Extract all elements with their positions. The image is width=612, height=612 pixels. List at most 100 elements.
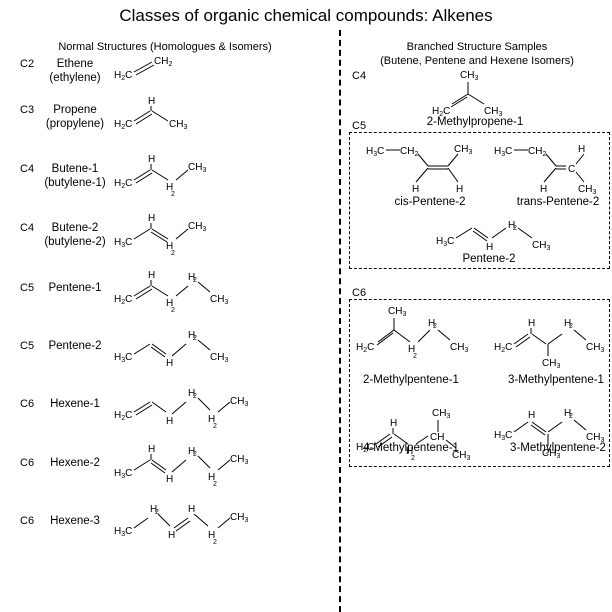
svg-text:2: 2 [171, 307, 175, 314]
label-3-methylpentene-2: 3-Methylpentene-2 [510, 442, 606, 454]
c5-group-box [349, 132, 610, 269]
svg-text:CH3: CH3 [210, 294, 228, 306]
svg-text:H: H [150, 504, 157, 515]
carbon-count: C6 [20, 398, 35, 410]
svg-text:2: 2 [193, 451, 197, 458]
svg-text:2: 2 [513, 225, 517, 232]
structure-pentene-1: H2C H H2 H2 CH3 [114, 270, 228, 314]
compound-name: Ethene (ethylene) [30, 57, 120, 85]
svg-text:H: H [168, 530, 175, 541]
svg-text:2: 2 [569, 323, 573, 330]
compound-name: Propene (propylene) [30, 103, 120, 131]
svg-text:H: H [578, 144, 585, 155]
svg-text:H: H [166, 298, 173, 309]
structure-hexene-1: H2C H H2 H2 CH3 [114, 388, 248, 430]
svg-text:CH3: CH3 [432, 408, 450, 420]
svg-text:2: 2 [413, 353, 417, 360]
svg-text:CH: CH [430, 432, 444, 443]
svg-text:CH2: CH2 [400, 146, 418, 158]
structure-2-methylpropene-1: CH3 H2C CH3 [432, 70, 502, 118]
label-4-methylpentene-1: 4-Methylpentene-1 [363, 442, 459, 454]
svg-text:2: 2 [213, 481, 217, 488]
svg-text:H: H [166, 474, 173, 485]
svg-text:CH3: CH3 [484, 106, 502, 118]
structure-ethene: H2C CH2 [114, 56, 172, 82]
carbon-count: C6 [20, 515, 35, 527]
right-header-line2: (Butene, Pentene and Hexene Isomers) [380, 55, 574, 67]
carbon-count: C6 [20, 457, 35, 469]
svg-text:H: H [564, 408, 571, 419]
compound-name: Hexene-1 [30, 397, 120, 411]
carbon-count: C4 [20, 163, 35, 175]
svg-text:H: H [540, 184, 547, 195]
compound-name: Pentene-1 [30, 281, 120, 295]
svg-text:H: H [166, 358, 173, 369]
label-trans-pentene-2: trans-Pentene-2 [516, 196, 600, 208]
svg-text:H: H [208, 472, 215, 483]
svg-text:H: H [208, 530, 215, 541]
svg-text:CH3: CH3 [532, 240, 550, 252]
compound-name-main: Propene [53, 104, 97, 116]
label-2-methylpentene-1: 2-Methylpentene-1 [363, 374, 459, 386]
svg-text:H2C: H2C [356, 342, 374, 354]
structure-butene-1: H2C H H2 CH3 [114, 154, 206, 198]
svg-text:2: 2 [193, 335, 197, 342]
svg-text:CH2: CH2 [154, 56, 172, 68]
c6-group-box [349, 299, 610, 467]
label-2-methylpropene-1: 2-Methylpropene-1 [426, 116, 524, 128]
svg-text:CH3: CH3 [586, 432, 604, 444]
svg-text:2: 2 [213, 539, 217, 546]
structure-2-methylpentene-1: CH3 H2C H2 H2 CH3 [356, 306, 468, 360]
structure-pentene-2-branched: H3C H H2 CH3 [436, 220, 550, 253]
svg-text:H2C: H2C [494, 342, 512, 354]
svg-text:H: H [188, 504, 195, 515]
svg-text:H2C: H2C [356, 442, 374, 454]
svg-text:H3C: H3C [436, 236, 454, 248]
svg-text:CH3: CH3 [542, 358, 560, 370]
compound-name-main: Hexene-3 [50, 515, 100, 527]
svg-text:H: H [166, 182, 173, 193]
compound-name-alt: (butylene-2) [44, 236, 106, 248]
svg-text:2: 2 [171, 250, 175, 257]
svg-text:CH3: CH3 [542, 448, 560, 460]
svg-text:H: H [148, 154, 155, 165]
svg-text:H3C: H3C [366, 146, 384, 158]
svg-text:2: 2 [569, 413, 573, 420]
compound-name: Butene-1 (butylene-1) [30, 162, 120, 190]
group-label-c4: C4 [352, 70, 367, 82]
svg-text:H3C: H3C [114, 526, 132, 538]
column-divider [339, 30, 341, 612]
svg-text:2: 2 [411, 455, 415, 462]
svg-text:H3C: H3C [114, 237, 132, 249]
svg-text:CH3: CH3 [230, 512, 248, 524]
compound-name: Pentene-2 [30, 339, 120, 353]
structure-hexene-3: H3C H2 H H H2 CH3 [114, 504, 248, 546]
compound-name: Butene-2 (butylene-2) [30, 221, 120, 249]
carbon-count: C5 [20, 282, 35, 294]
svg-text:CH3: CH3 [230, 396, 248, 408]
svg-text:CH3: CH3 [230, 454, 248, 466]
svg-text:H: H [148, 270, 155, 281]
compound-name-main: Pentene-2 [48, 340, 102, 352]
structure-3-methylpentene-2: H3C H CH3 H2 CH3 [494, 408, 604, 460]
svg-text:H2C: H2C [114, 410, 132, 422]
svg-text:H2C: H2C [114, 294, 132, 306]
carbon-count: C3 [20, 104, 35, 116]
structure-hexene-2: H3C H H H2 H2 CH3 [114, 444, 248, 488]
svg-text:2: 2 [213, 423, 217, 430]
svg-text:CH3: CH3 [210, 352, 228, 364]
svg-text:H: H [188, 272, 195, 283]
svg-text:H: H [428, 318, 435, 329]
structure-pentene-2: H3C H H2 CH3 [114, 330, 228, 369]
right-header-line1: Branched Structure Samples [406, 41, 548, 53]
compound-name-main: Hexene-1 [50, 398, 100, 410]
svg-text:H: H [528, 318, 535, 329]
svg-text:2: 2 [155, 509, 159, 516]
compound-name-alt: (butylene-1) [44, 177, 106, 189]
svg-text:H3C: H3C [114, 468, 132, 480]
svg-text:H: H [528, 410, 535, 421]
compound-name: Hexene-3 [30, 514, 120, 528]
label-3-methylpentene-1: 3-Methylpentene-1 [508, 374, 604, 386]
